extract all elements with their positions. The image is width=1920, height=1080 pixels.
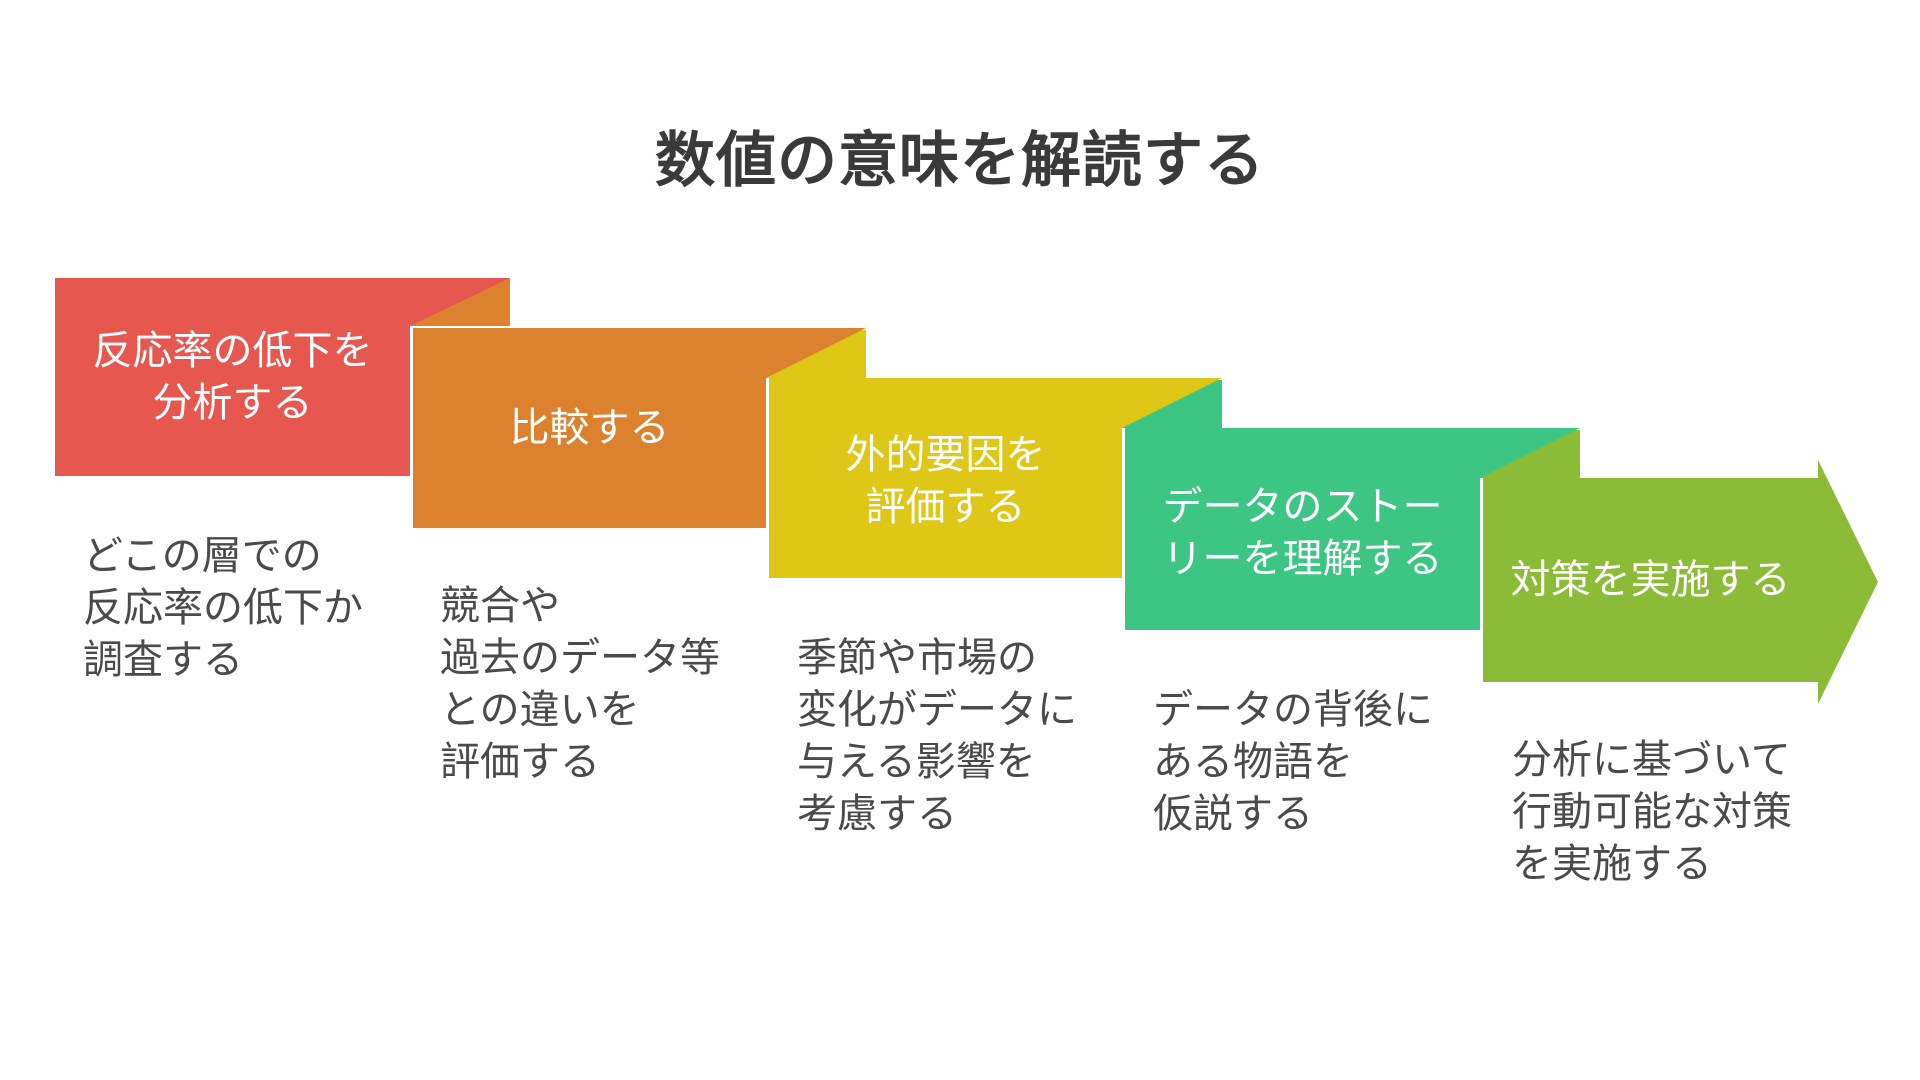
step-5-description: 分析に基づいて 行動可能な対策 を実施する — [1512, 737, 1792, 887]
step-4-description: データの背後に ある物語を 仮説する — [1153, 687, 1433, 837]
step-3-label: 外的要因を 評価する — [845, 432, 1046, 530]
step-1-description: どこの層での 反応率の低下か 調査する — [83, 533, 363, 683]
step-1-block — [55, 278, 510, 476]
step-3-block — [769, 378, 1222, 578]
step-4-label: データのストー リーを理解する — [1162, 484, 1443, 582]
diagram-title: 数値の意味を解読する — [655, 126, 1265, 196]
step-3-description: 季節や市場の 変化がデータに 与える影響を 考慮する — [797, 635, 1077, 837]
step-2-top — [413, 328, 866, 528]
step-5-label: 対策を実施する — [1510, 557, 1791, 603]
step-2-label: 比較する — [509, 405, 670, 451]
step-2-description: 競合や 過去のデータ等 との違いを 評価する — [440, 583, 720, 785]
step-5-arrow — [1483, 460, 1878, 704]
step-4-block — [1125, 428, 1580, 630]
step-1-label: 反応率の低下を 分析する — [92, 328, 373, 426]
